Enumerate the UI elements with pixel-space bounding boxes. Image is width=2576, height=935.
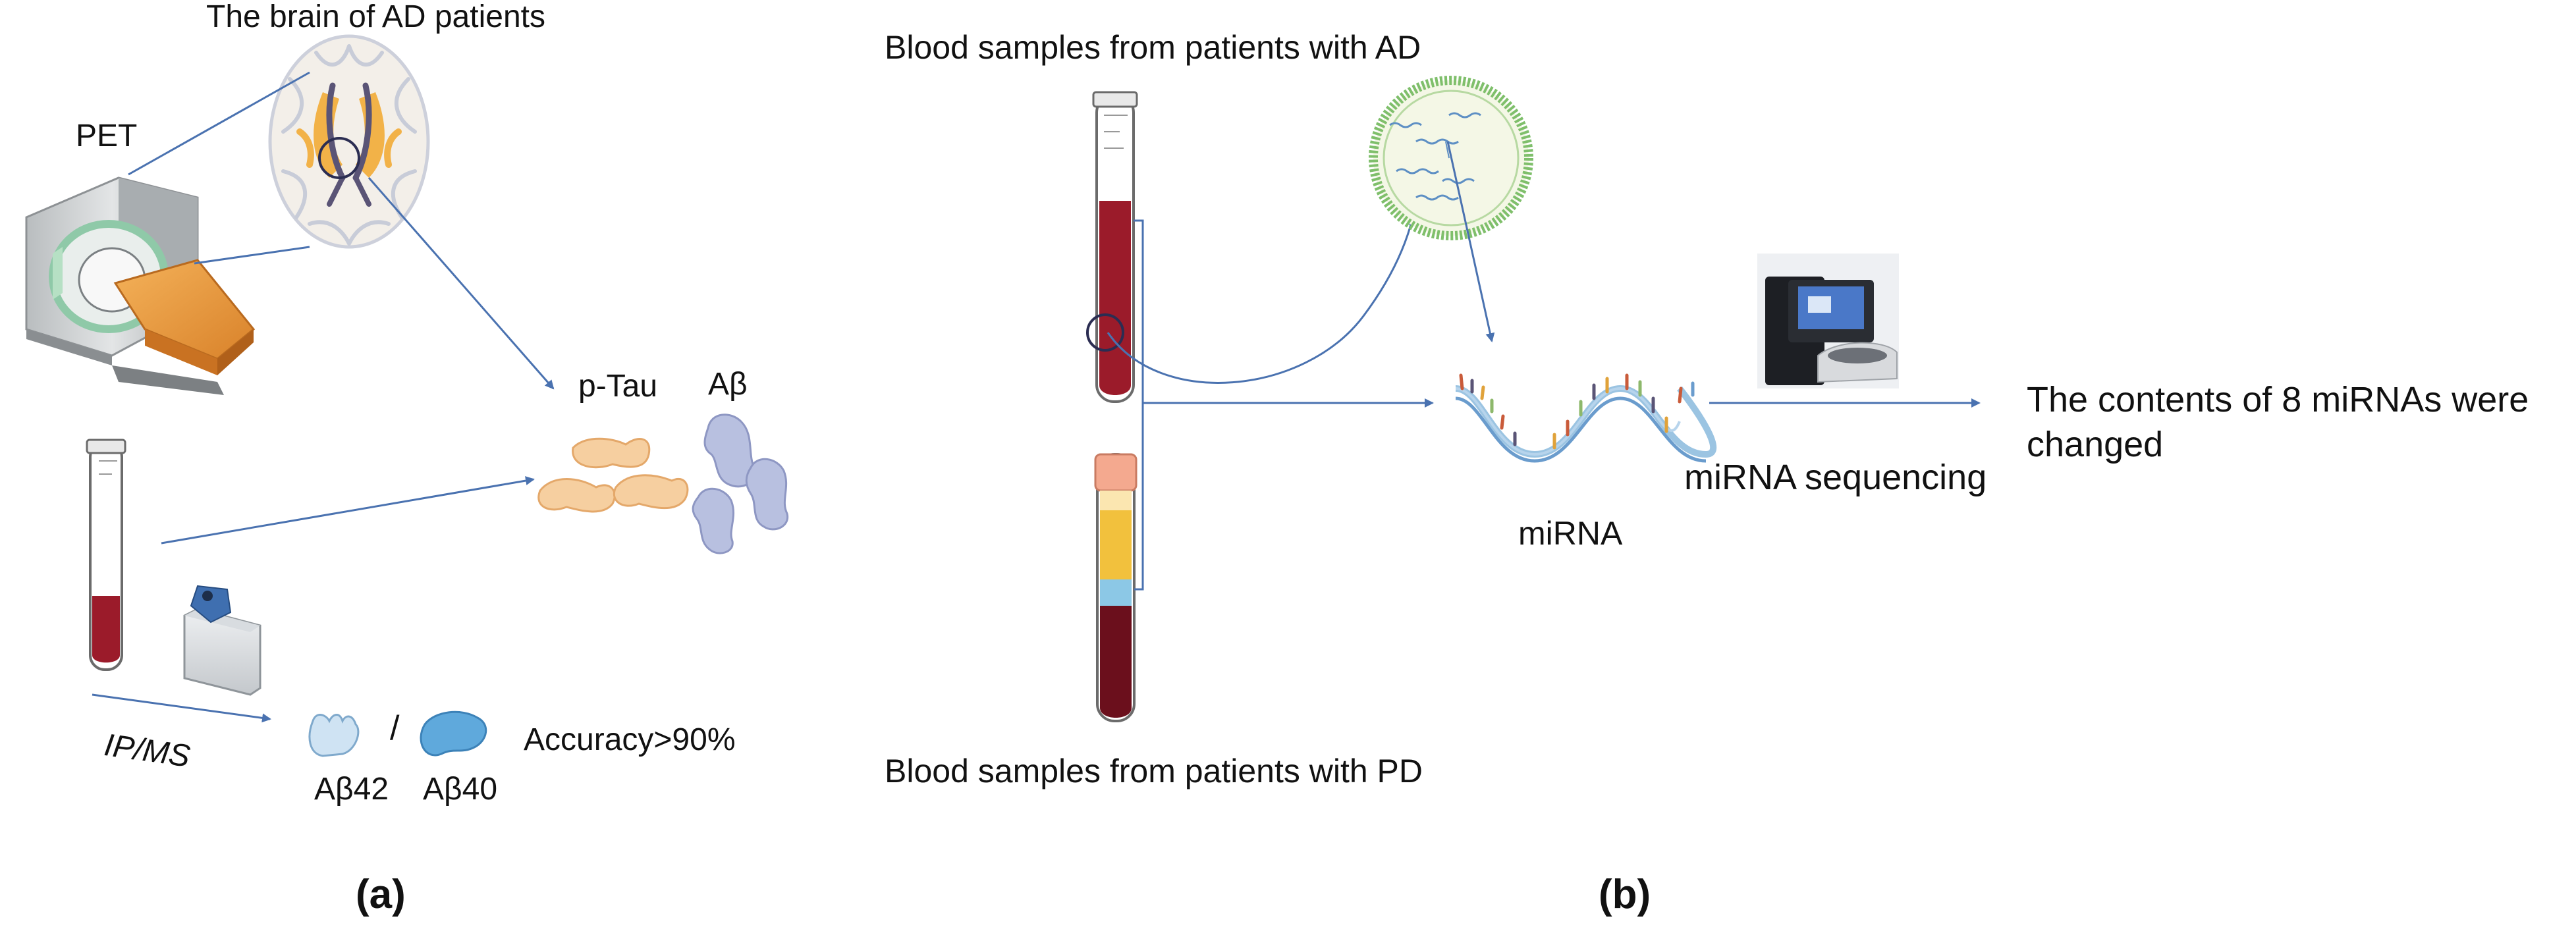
blood-tube-ad	[1092, 91, 1138, 403]
mirna-label: miRNA	[1518, 515, 1623, 552]
abeta42-icon	[308, 714, 360, 757]
tubes-bracket	[1134, 219, 1144, 591]
blood-tube-a	[86, 439, 126, 671]
pd-samples-label: Blood samples from patients with PD	[885, 753, 1423, 789]
pet-brain-connector-bottom	[194, 246, 310, 265]
result-line-1: The contents of 8 miRNAs were	[2027, 380, 2529, 419]
brain-title: The brain of AD patients	[206, 0, 545, 34]
mirna-helix-illustration	[1455, 373, 1716, 463]
sample-highlight-circle	[1086, 313, 1124, 352]
pet-brain-connector-top	[128, 71, 310, 176]
brain-slice-illustration	[268, 34, 430, 249]
mass-spectrometer-illustration	[183, 585, 261, 696]
panel-a-caption: (a)	[356, 872, 406, 917]
abeta42-label: Aβ42	[314, 772, 389, 807]
sequencing-label: miRNA sequencing	[1684, 458, 1987, 497]
sequencer-illustration	[1757, 254, 1899, 388]
tube-to-protein-arrow	[161, 476, 535, 545]
abeta-ratio-slash: /	[390, 709, 400, 747]
pet-scanner-illustration	[25, 176, 224, 395]
result-line-2: changed	[2027, 425, 2164, 464]
p-tau-aggregates	[537, 437, 689, 513]
abeta-aggregates	[692, 414, 789, 554]
scanner-bed	[113, 259, 256, 375]
abeta40-icon	[420, 710, 487, 757]
sample-to-exosome-arrow	[1107, 216, 1415, 384]
accuracy-label: Accuracy>90%	[524, 722, 736, 757]
p-tau-label: p-Tau	[578, 369, 658, 404]
pet-label: PET	[76, 119, 138, 153]
brain-to-protein-arrow	[368, 177, 555, 390]
abeta40-label: Aβ40	[423, 772, 498, 807]
exosome-to-mirna-arrow	[1446, 141, 1495, 342]
blood-tube-pd	[1094, 453, 1137, 722]
ipms-arrow	[92, 693, 271, 723]
abeta-label: Aβ	[708, 367, 748, 402]
ad-samples-label: Blood samples from patients with AD	[885, 29, 1421, 66]
panel-b-caption: (b)	[1599, 872, 1651, 917]
